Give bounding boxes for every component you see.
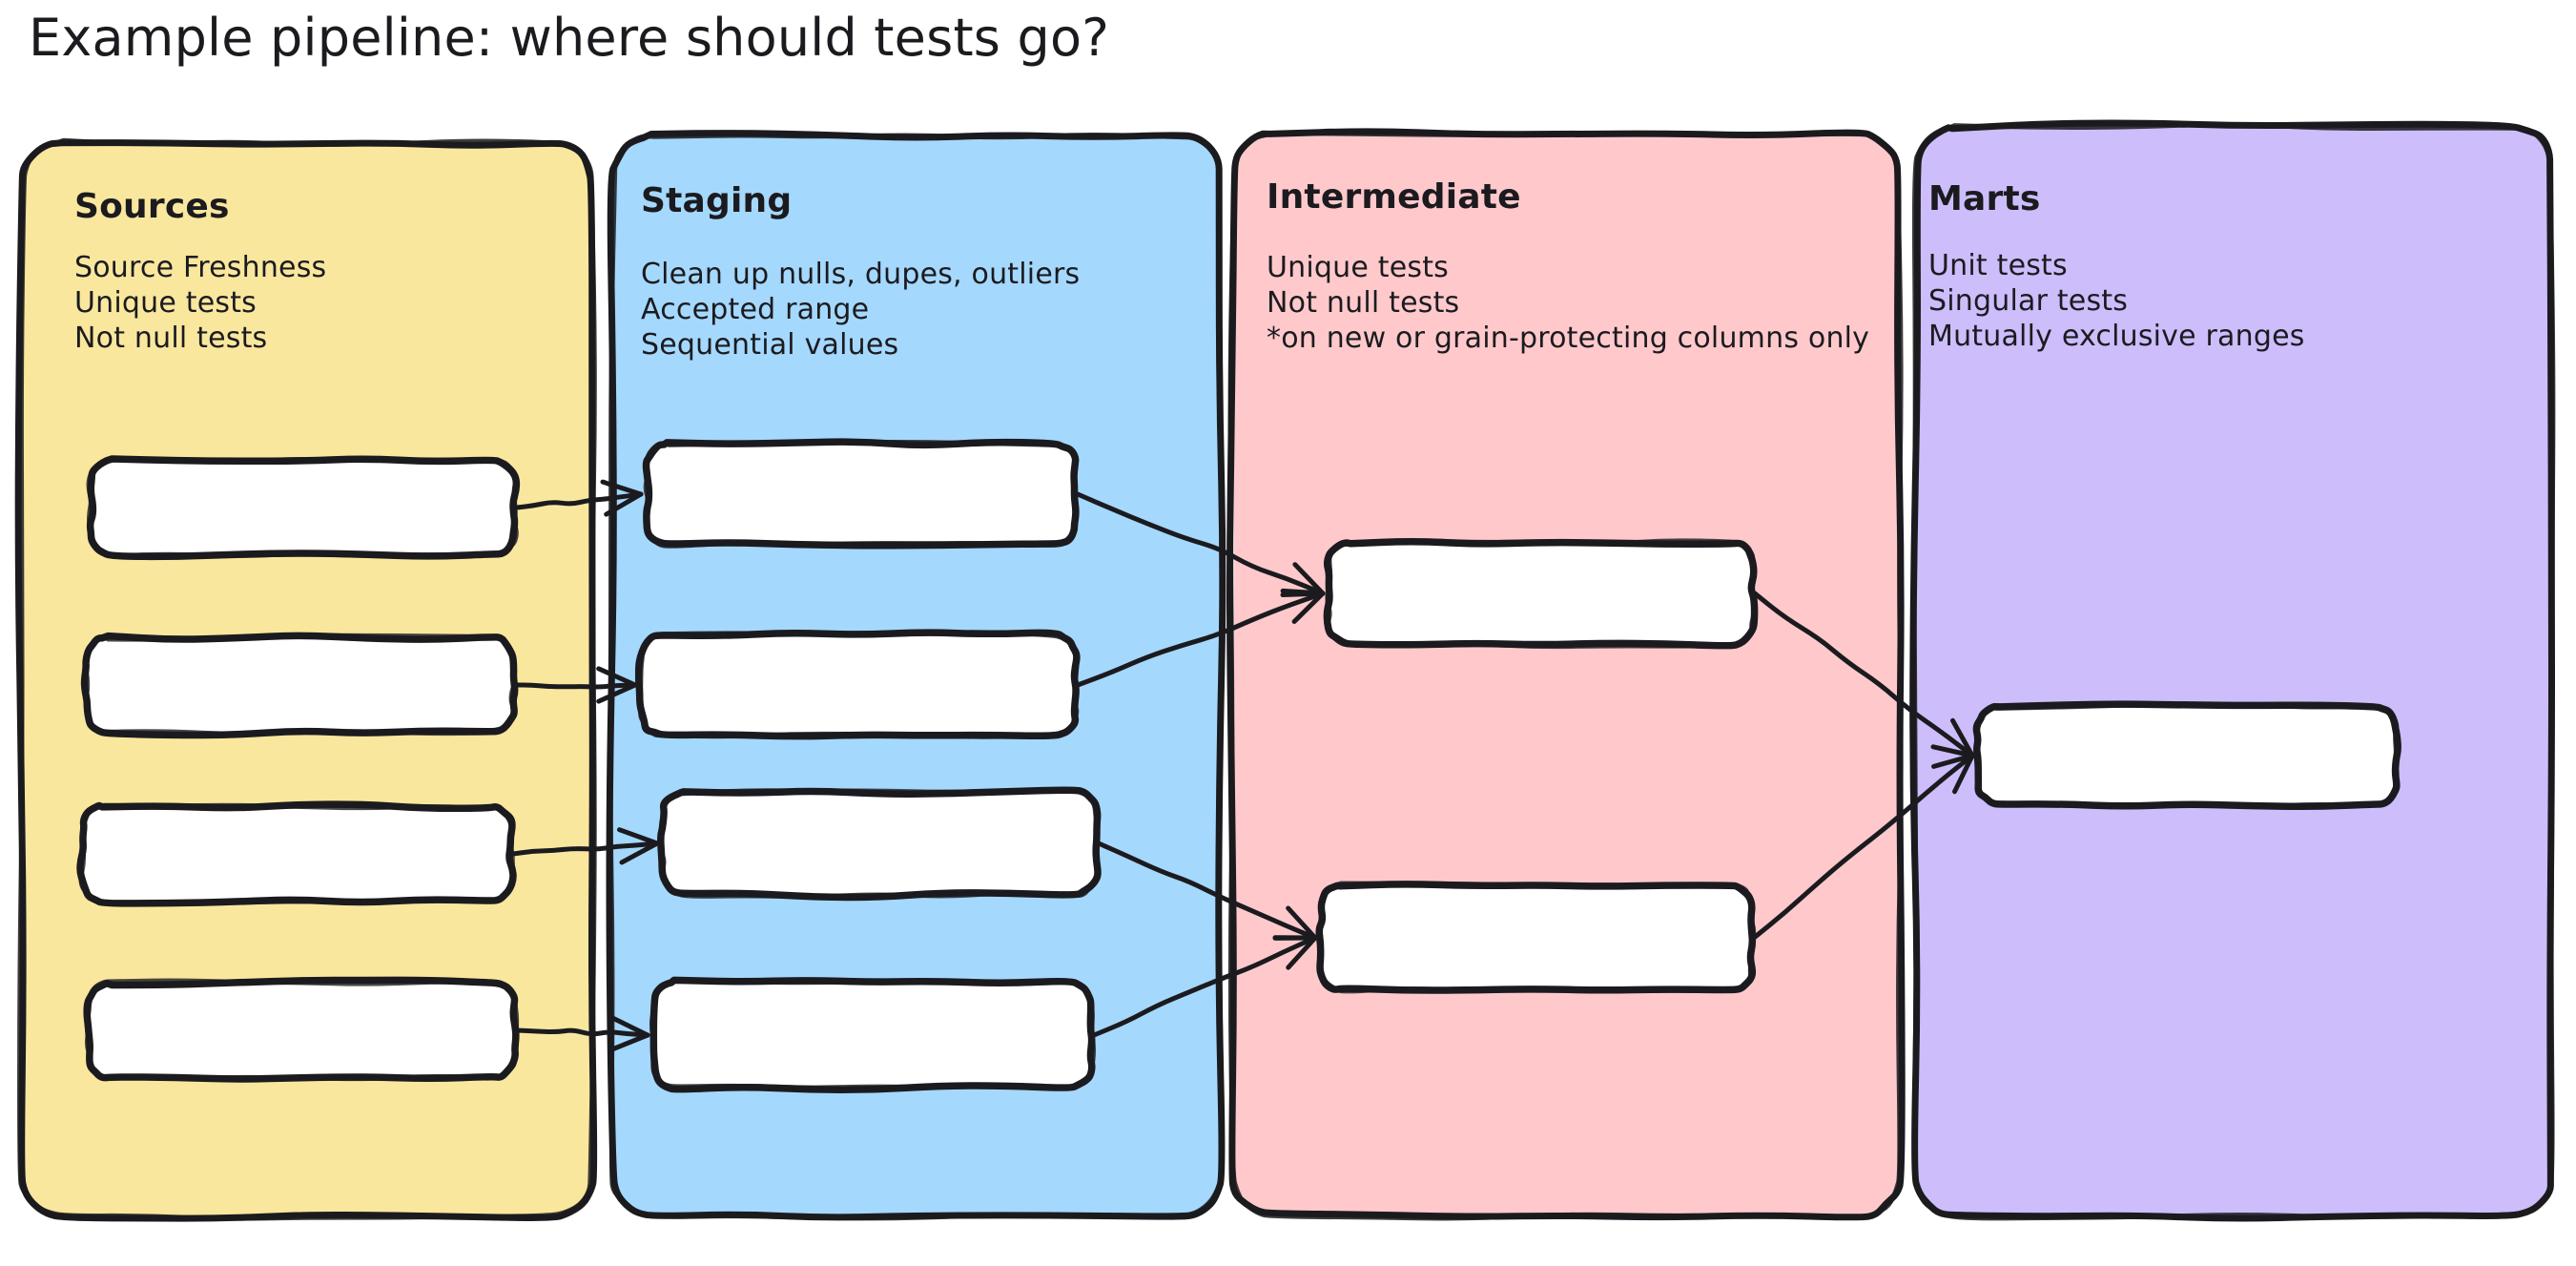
lane-title-sources: Sources [74, 187, 230, 226]
node-layer [76, 438, 2401, 1093]
lane-note-staging-2: Sequential values [641, 328, 898, 362]
arrow-head-stroke [604, 491, 644, 517]
arrow-head-stroke [608, 1032, 650, 1053]
lane-note-intermediate-1: Not null tests [1267, 286, 1459, 320]
node-border-mart-1 [1974, 702, 2400, 809]
node-border-stg-3 [658, 788, 1101, 900]
arrow-head-stroke [619, 841, 660, 865]
node-fill-mart-1 [1976, 705, 2397, 806]
node-border-src-1 [86, 456, 519, 558]
node-fill-int-1 [1328, 541, 1754, 647]
lane-border-intermediate [1227, 131, 1904, 1221]
node-border-src-2 [83, 633, 517, 737]
lane-note-staging-1: Accepted range [641, 293, 869, 326]
lane-note-intermediate-2: *on new or grain-protecting columns only [1267, 322, 1869, 355]
lane-note-marts-2: Mutually exclusive ranges [1928, 320, 2305, 353]
node-stg-2[interactable] [634, 629, 1081, 740]
lane-note-staging-0: Clean up nulls, dupes, outliers [641, 258, 1080, 291]
lane-title-marts: Marts [1928, 179, 2041, 218]
node-border-stg-4 [649, 978, 1097, 1090]
node-int-1[interactable] [1323, 537, 1759, 650]
node-border-stg-1 [643, 440, 1079, 549]
edge-line [510, 841, 660, 857]
node-int-2[interactable] [1315, 881, 1757, 994]
node-fill-stg-1 [645, 442, 1077, 547]
node-mart-1[interactable] [1972, 700, 2401, 811]
page-title: Example pipeline: where should tests go? [29, 8, 1109, 68]
lane-background-marts [1913, 124, 2554, 1218]
lane-note-marts-0: Unit tests [1928, 249, 2068, 282]
edge-line [514, 1027, 650, 1038]
edge-line [1751, 753, 1975, 941]
node-border-int-1 [1325, 538, 1757, 650]
lane-note-sources-0: Source Freshness [74, 251, 326, 284]
node-stg-1[interactable] [642, 438, 1080, 550]
node-stg-4[interactable] [649, 976, 1097, 1093]
node-src-3[interactable] [76, 800, 517, 907]
node-fill-stg-2 [641, 633, 1078, 737]
lane-border-marts [1911, 122, 2556, 1221]
edge-line [512, 682, 638, 690]
arrow-head-stroke [1292, 562, 1326, 596]
lane-note-intermediate-0: Unique tests [1267, 251, 1449, 284]
arrow-head-stroke [1286, 905, 1318, 941]
node-fill-src-1 [90, 459, 517, 557]
node-fill-stg-4 [653, 981, 1094, 1090]
edge-src-1-to-stg-1[interactable] [514, 479, 644, 517]
arrow-head-stroke [1930, 744, 1975, 758]
edge-src-2-to-stg-2[interactable] [512, 666, 638, 704]
lane-title-staging: Staging [641, 181, 792, 220]
node-src-4[interactable] [83, 976, 520, 1083]
edge-line [1075, 491, 1326, 596]
lane-border-sources [17, 137, 597, 1221]
node-border-int-2 [1318, 881, 1757, 994]
node-fill-src-3 [81, 805, 512, 903]
lane-note-marts-1: Singular tests [1928, 284, 2128, 318]
edge-line [514, 491, 644, 510]
node-fill-src-2 [84, 635, 514, 734]
node-border-src-3 [78, 802, 515, 905]
lane-note-sources-1: Unique tests [74, 286, 257, 320]
arrow-head-stroke [1931, 753, 1975, 769]
arrow-head-stroke [596, 666, 638, 688]
arrow-head-stroke [1952, 753, 1975, 795]
edge-line [1075, 591, 1326, 688]
arrow-head-stroke [608, 1015, 650, 1038]
arrow-head-stroke [1286, 935, 1318, 970]
node-stg-3[interactable] [657, 786, 1102, 902]
edge-line [1752, 591, 1975, 758]
edge-stg-2-to-int-1[interactable] [1075, 588, 1326, 688]
edge-src-3-to-stg-3[interactable] [510, 827, 660, 865]
arrow-head-stroke [1950, 717, 1975, 758]
arrow-head-stroke [596, 682, 638, 704]
edge-int-1-to-mart-1[interactable] [1752, 591, 1975, 758]
node-border-stg-2 [638, 630, 1080, 739]
edge-src-4-to-stg-4[interactable] [514, 1015, 650, 1053]
edge-layer [510, 479, 1975, 1053]
edge-int-2-to-mart-1[interactable] [1751, 753, 1975, 941]
edge-line [1091, 935, 1318, 1038]
lane-marts[interactable] [1909, 119, 2556, 1222]
arrow-head-stroke [1280, 588, 1326, 596]
node-fill-stg-3 [662, 791, 1099, 896]
node-fill-int-2 [1320, 883, 1753, 992]
node-fill-src-4 [87, 981, 516, 1080]
arrow-head-stroke [617, 827, 660, 846]
lane-note-sources-2: Not null tests [74, 322, 267, 355]
node-src-1[interactable] [86, 455, 521, 561]
arrow-head-stroke [600, 479, 644, 497]
lane-title-intermediate: Intermediate [1267, 177, 1521, 217]
node-src-2[interactable] [80, 632, 519, 739]
edge-line [1096, 841, 1318, 941]
edge-stg-4-to-int-2[interactable] [1091, 935, 1318, 1038]
node-border-src-4 [84, 978, 520, 1082]
arrow-head-stroke [1291, 591, 1326, 624]
